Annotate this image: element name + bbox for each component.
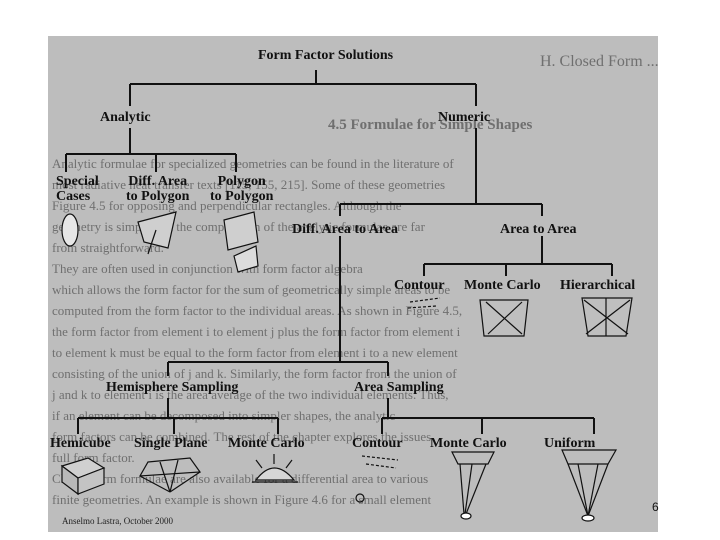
bg-text-line: most radiative heat transfer texts [115,…: [52, 177, 446, 192]
node-contour-top: Contour: [394, 278, 445, 293]
bg-text-line: finite geometries. An example is shown i…: [52, 492, 432, 507]
bg-heading-section: 4.5 Formulae for Simple Shapes: [328, 117, 533, 133]
node-numeric: Numeric: [438, 110, 491, 125]
bg-heading-top: H. Closed Form ... Form Factor: [540, 53, 658, 70]
node-polygon-polygon: Polygon to Polygon: [210, 174, 273, 204]
node-polygon-polygon-line2: to Polygon: [210, 189, 274, 204]
node-hierarchical: Hierarchical: [560, 278, 636, 293]
bg-text-line: which allows the form factor for the sum…: [52, 282, 451, 297]
node-hemicube: Hemicube: [50, 436, 111, 451]
node-diff-area-to-area: Diff. Area to Area: [292, 222, 399, 237]
bg-text-line: Analytic formulae for specialized geomet…: [52, 156, 454, 171]
bg-text-line: from straightforward.: [52, 240, 164, 255]
bg-text-line: full form factor.: [52, 450, 135, 465]
node-hemisphere-sampling: Hemisphere Sampling: [106, 380, 239, 395]
page-number: 6: [652, 500, 659, 514]
node-special-cases: Special Cases: [56, 174, 99, 204]
bg-text-line: form factors can be combined. The rest o…: [52, 429, 432, 444]
scanned-book-page: H. Closed Form ... Form Factor 4.5 Formu…: [48, 36, 658, 532]
node-diff-area-polygon-line2: to Polygon: [126, 189, 190, 204]
node-monte-carlo-top: Monte Carlo: [464, 278, 541, 293]
bg-text-line: if an element can be decomposed into sim…: [52, 408, 396, 423]
node-monte-carlo-hemisphere: Monte Carlo: [228, 436, 305, 451]
bg-text-line: Figure 4.5 for opposing and perpendicula…: [52, 198, 402, 213]
bg-text-line: consisting of the union of j and k. Simi…: [52, 366, 457, 381]
node-special-cases-line1: Special: [56, 174, 99, 189]
bg-text-line: j and k to element i is the area average…: [52, 387, 449, 402]
node-monte-carlo-area: Monte Carlo: [430, 436, 507, 451]
bg-text-line: computed from the form factor to the ind…: [52, 303, 463, 318]
node-contour-bottom: Contour: [352, 436, 403, 451]
node-area-sampling: Area Sampling: [354, 380, 444, 395]
footer-credit: Anselmo Lastra, October 2000: [62, 516, 173, 526]
node-form-factor-solutions: Form Factor Solutions: [258, 48, 394, 63]
node-uniform: Uniform: [544, 436, 596, 451]
bg-text-line: the form factor from element i to elemen…: [52, 324, 461, 339]
bg-text-line: to element k must be equal to the form f…: [52, 345, 458, 360]
bg-text-line: They are often used in conjunction with …: [52, 261, 363, 276]
node-area-to-area: Area to Area: [500, 222, 577, 237]
node-diff-area-polygon: Diff. Area to Polygon: [126, 174, 189, 204]
node-single-plane: Single Plane: [134, 436, 208, 451]
tree-connectors: [60, 70, 633, 522]
node-diff-area-polygon-line1: Diff. Area: [128, 174, 188, 189]
node-analytic: Analytic: [100, 110, 151, 125]
node-special-cases-line2: Cases: [56, 189, 91, 204]
node-polygon-polygon-line1: Polygon: [217, 174, 266, 189]
